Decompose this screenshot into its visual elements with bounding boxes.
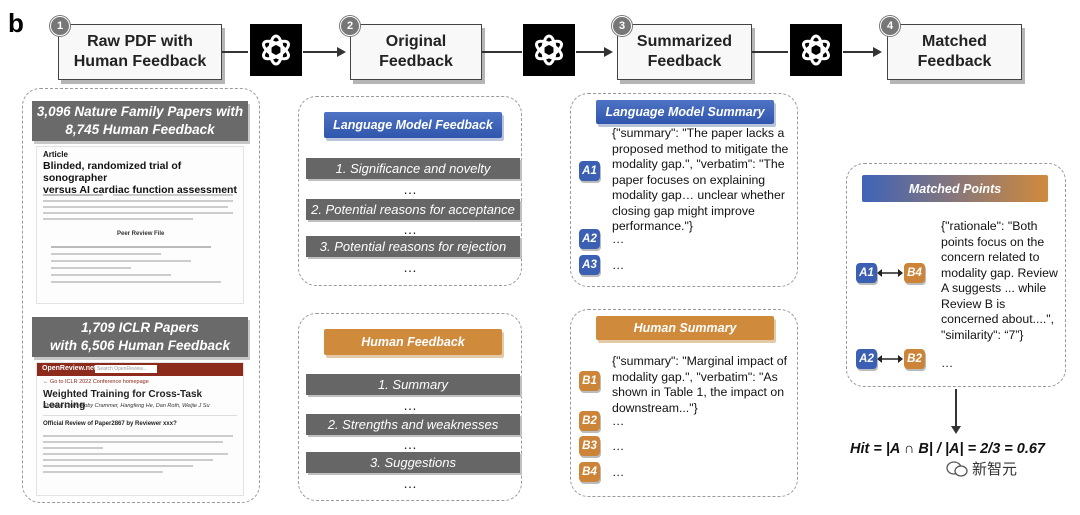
article-body-lines (43, 191, 233, 224)
lm-summary-header: Language Model Summary (596, 100, 774, 124)
lm-feedback-item: 1. Significance and novelty (306, 158, 520, 179)
summary-badge-b3: B3 (579, 436, 600, 456)
review-body-lines (51, 241, 231, 288)
flow-arrow (843, 51, 875, 53)
ellipsis: … (403, 221, 417, 237)
lm-summary-panel (570, 93, 798, 287)
peer-review-label: Peer Review File (117, 231, 165, 237)
ellipsis: … (403, 397, 417, 413)
human-summary-panel (570, 309, 798, 497)
matched-badge-b2: B2 (904, 349, 925, 369)
iclr-header: 1,709 ICLR Papers with 6,506 Human Feedb… (32, 317, 248, 357)
stage-label: Original Feedback (379, 33, 453, 70)
article-title: Blinded, randomized trial of sonographer… (43, 160, 237, 196)
iclr-review-lines (43, 431, 237, 477)
human-feedback-header: Human Feedback (324, 329, 502, 355)
summary-badge-b4: B4 (579, 462, 600, 482)
ellipsis: … (403, 436, 417, 452)
flow-arrow (752, 51, 788, 53)
watermark: 新智元 (946, 458, 1017, 479)
human-summary-text: {"summary": "Marginal impact of modality… (612, 354, 788, 415)
openreview-search-input: Search OpenReview... (95, 365, 157, 373)
lm-feedback-item: 2. Potential reasons for acceptance (306, 199, 520, 220)
stage-summarized-feedback: Summarized Feedback (617, 24, 752, 80)
summary-badge-b1: B1 (579, 371, 600, 391)
lm-summary-text: … (612, 258, 625, 272)
flow-arrow (222, 51, 248, 53)
lm-feedback-item: 3. Potential reasons for rejection (306, 236, 520, 257)
summary-badge-a1: A1 (579, 161, 600, 181)
down-arrow-line (955, 389, 957, 427)
openai-logo-icon (523, 24, 575, 76)
stage-number: 4 (880, 16, 900, 36)
openreview-preview: OpenReview.net Search OpenReview... ← Go… (36, 362, 244, 496)
nature-header: 3,096 Nature Family Papers with 8,745 Hu… (32, 101, 248, 141)
stage-raw-pdf: Raw PDF with Human Feedback (58, 24, 222, 80)
summary-badge-a2: A2 (579, 229, 600, 249)
stage-label: Summarized Feedback (636, 33, 733, 70)
arrowhead-icon (604, 46, 613, 57)
stage-original-feedback: Original Feedback (350, 24, 482, 80)
stage-number: 3 (612, 16, 632, 36)
ellipsis: … (403, 475, 417, 491)
stage-number: 2 (340, 16, 360, 36)
matched-badge-b4: B4 (904, 263, 925, 283)
lm-feedback-panel (298, 96, 522, 286)
lm-summary-text: {"summary": "The paper lacks a proposed … (612, 126, 789, 233)
flow-arrow (576, 51, 606, 53)
matched-header: Matched Points (862, 175, 1048, 202)
conference-link: ← Go to ICLR 2022 Conference homepage (43, 379, 149, 385)
human-feedback-item: 1. Summary (306, 374, 520, 395)
flow-arrow (482, 51, 522, 53)
matched-rationale-text: … (941, 356, 954, 370)
nature-header-text: 3,096 Nature Family Papers with 8,745 Hu… (36, 104, 244, 137)
down-arrowhead-icon (951, 426, 961, 434)
openreview-brand: OpenReview.net (42, 365, 97, 372)
matched-badge-a2: A2 (856, 349, 877, 369)
bidirectional-arrow-icon (877, 355, 903, 363)
openai-logo-icon (250, 24, 302, 76)
nature-paper-preview: Article Blinded, randomized trial of son… (36, 146, 244, 304)
matched-panel (846, 163, 1066, 387)
panel-label: b (8, 8, 24, 38)
ellipsis: … (403, 259, 417, 275)
sources-panel (22, 88, 260, 503)
wechat-icon (946, 460, 968, 477)
iclr-header-text: 1,709 ICLR Papers with 6,506 Human Feedb… (49, 320, 231, 353)
watermark-text: 新智元 (972, 461, 1018, 478)
lm-summary-text: … (612, 232, 625, 246)
matched-rationale-text: {"rationale": "Both points focus on the … (941, 219, 1058, 342)
iclr-review-heading: Official Review of Paper2867 by Reviewer… (43, 421, 177, 427)
stage-label: Raw PDF with Human Feedback (73, 33, 207, 70)
openai-logo-icon (790, 24, 842, 76)
human-summary-text: … (612, 414, 625, 428)
article-type: Article (43, 150, 68, 159)
iclr-paper-title: Weighted Training for Cross-Task Learnin… (43, 389, 203, 411)
matched-badge-a1: A1 (856, 263, 877, 283)
human-summary-text: … (612, 439, 625, 453)
bidirectional-arrow-icon (877, 269, 903, 277)
divider (43, 415, 237, 416)
hit-formula: Hit = |A ∩ B| / |A| = 2/3 = 0.67 (850, 441, 1045, 457)
iclr-authors: Shuxiao Chen, Koby Crammer, Hangfeng He,… (43, 403, 210, 409)
summary-badge-a3: A3 (579, 255, 600, 275)
lm-feedback-header: Language Model Feedback (324, 112, 502, 138)
human-feedback-item: 2. Strengths and weaknesses (306, 414, 520, 435)
stage-number: 1 (50, 16, 70, 36)
stage-label: Matched Feedback (917, 33, 992, 70)
flow-arrow (303, 51, 339, 53)
human-summary-header: Human Summary (596, 316, 774, 340)
arrowhead-icon (337, 46, 346, 57)
human-summary-text: … (612, 465, 625, 479)
ellipsis: … (403, 181, 417, 197)
summary-badge-b2: B2 (579, 411, 600, 431)
openreview-navbar: OpenReview.net Search OpenReview... (37, 363, 243, 376)
stage-matched-feedback: Matched Feedback (887, 24, 1022, 80)
arrowhead-icon (873, 46, 882, 57)
human-feedback-item: 3. Suggestions (306, 452, 520, 473)
human-feedback-panel (298, 313, 522, 501)
